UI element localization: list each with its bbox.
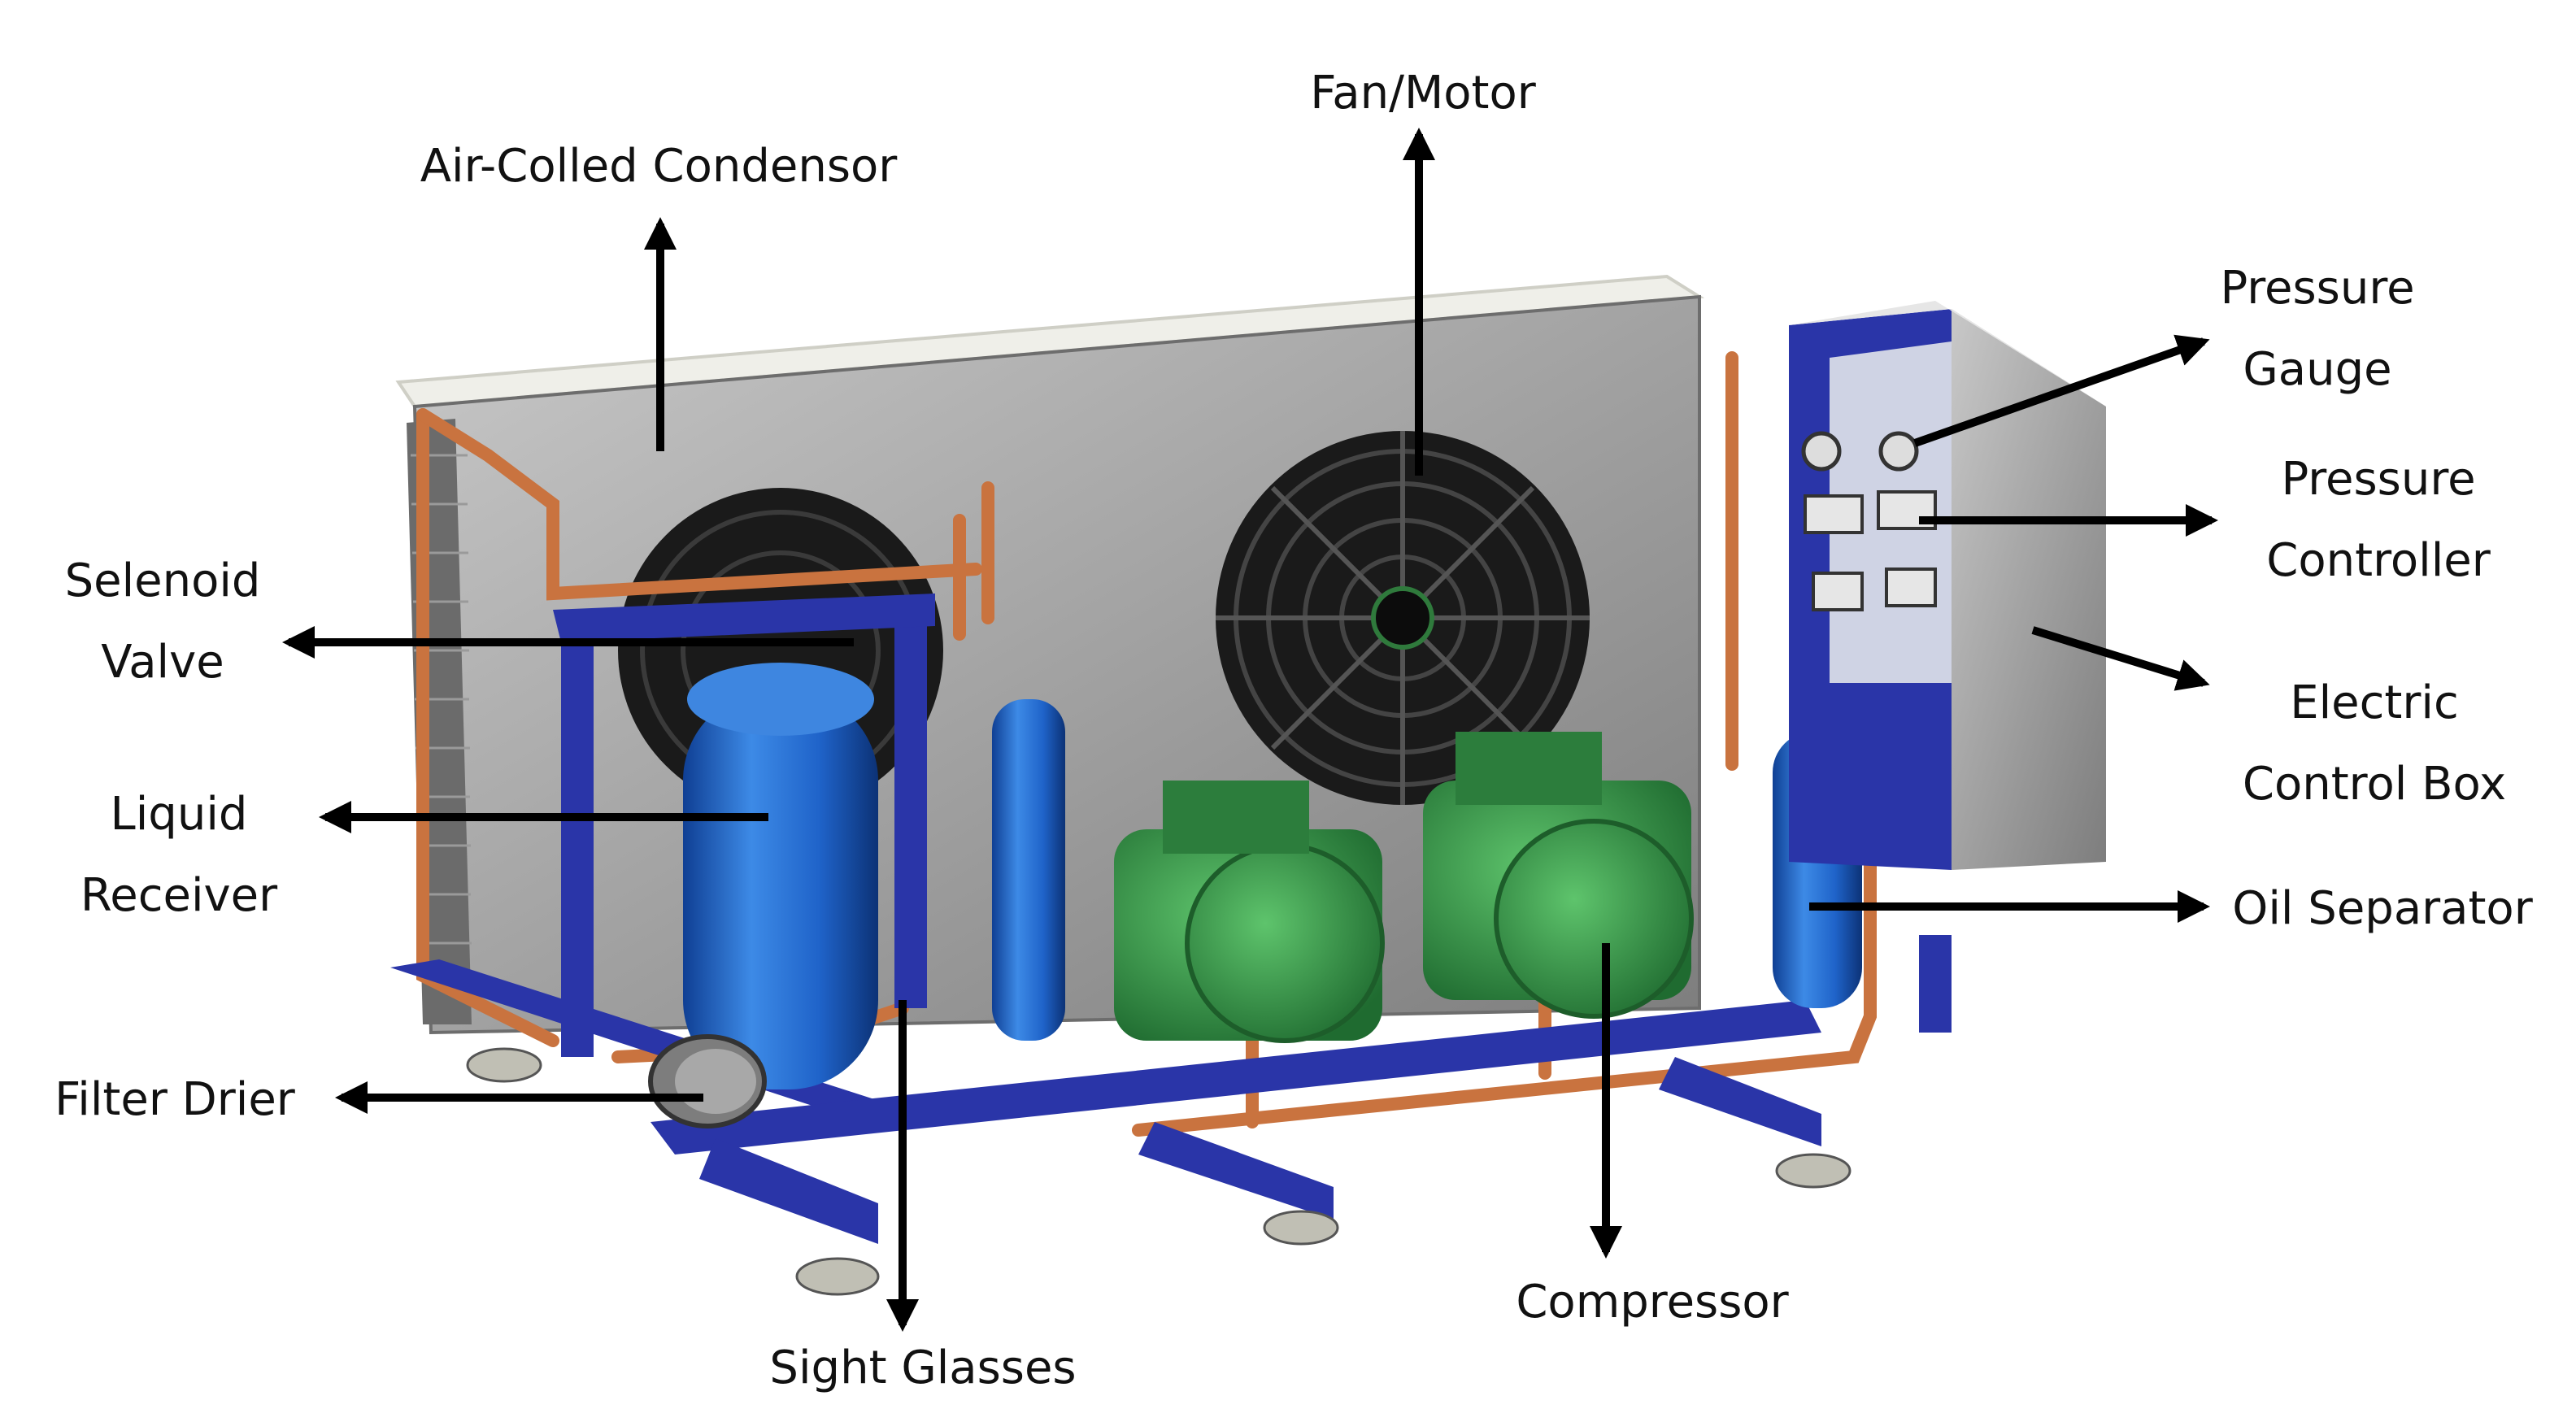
label-pressure-controller-line2: Controller <box>2266 534 2491 587</box>
label-sight-glasses: Sight Glasses <box>769 1342 1077 1394</box>
label-pressure-gauge-line2: Gauge <box>2243 343 2392 396</box>
label-pressure-controller: Pressure Controller <box>2266 439 2490 602</box>
label-liquid-receiver: Liquid Receiver <box>80 774 277 937</box>
label-pressure-controller-line1: Pressure <box>2281 453 2476 506</box>
feet <box>466 1047 1852 1296</box>
suction-accumulator <box>992 699 1065 1041</box>
compressor-right <box>1423 732 1694 1019</box>
copper-piping <box>416 351 1877 1137</box>
label-electric-control-box: Electric Control Box <box>2243 663 2506 825</box>
label-air-colled-condensor: Air-Colled Condensor <box>420 140 898 193</box>
label-pressure-gauge-line1: Pressure <box>2220 262 2415 315</box>
liquid-receiver-tank <box>683 663 878 1089</box>
label-oil-separator: Oil Separator <box>2232 882 2533 935</box>
label-electric-control-box-line2: Control Box <box>2242 758 2507 811</box>
label-selenoid-valve-line2: Valve <box>101 636 224 689</box>
label-liquid-receiver-line2: Receiver <box>80 869 278 922</box>
callout-arrows <box>282 128 2218 1332</box>
label-selenoid-valve-line1: Selenoid <box>64 554 261 607</box>
label-electric-control-box-line1: Electric <box>2290 676 2459 729</box>
condensing-unit-illustration <box>390 274 2106 1296</box>
label-liquid-receiver-line1: Liquid <box>110 788 248 841</box>
label-compressor: Compressor <box>1516 1276 1789 1329</box>
label-filter-drier: Filter Drier <box>54 1073 295 1126</box>
label-fan-motor: Fan/Motor <box>1310 67 1536 120</box>
filter-drier <box>648 1034 767 1128</box>
arrow-pressure-gauge <box>1913 334 2210 447</box>
label-selenoid-valve: Selenoid Valve <box>65 541 261 703</box>
electric-control-box <box>1789 301 2106 870</box>
arrow-electric-control-box <box>2031 626 2210 691</box>
right-fan <box>1216 431 1590 805</box>
compressor-left <box>1114 781 1385 1043</box>
label-pressure-gauge: Pressure Gauge <box>2220 248 2414 411</box>
